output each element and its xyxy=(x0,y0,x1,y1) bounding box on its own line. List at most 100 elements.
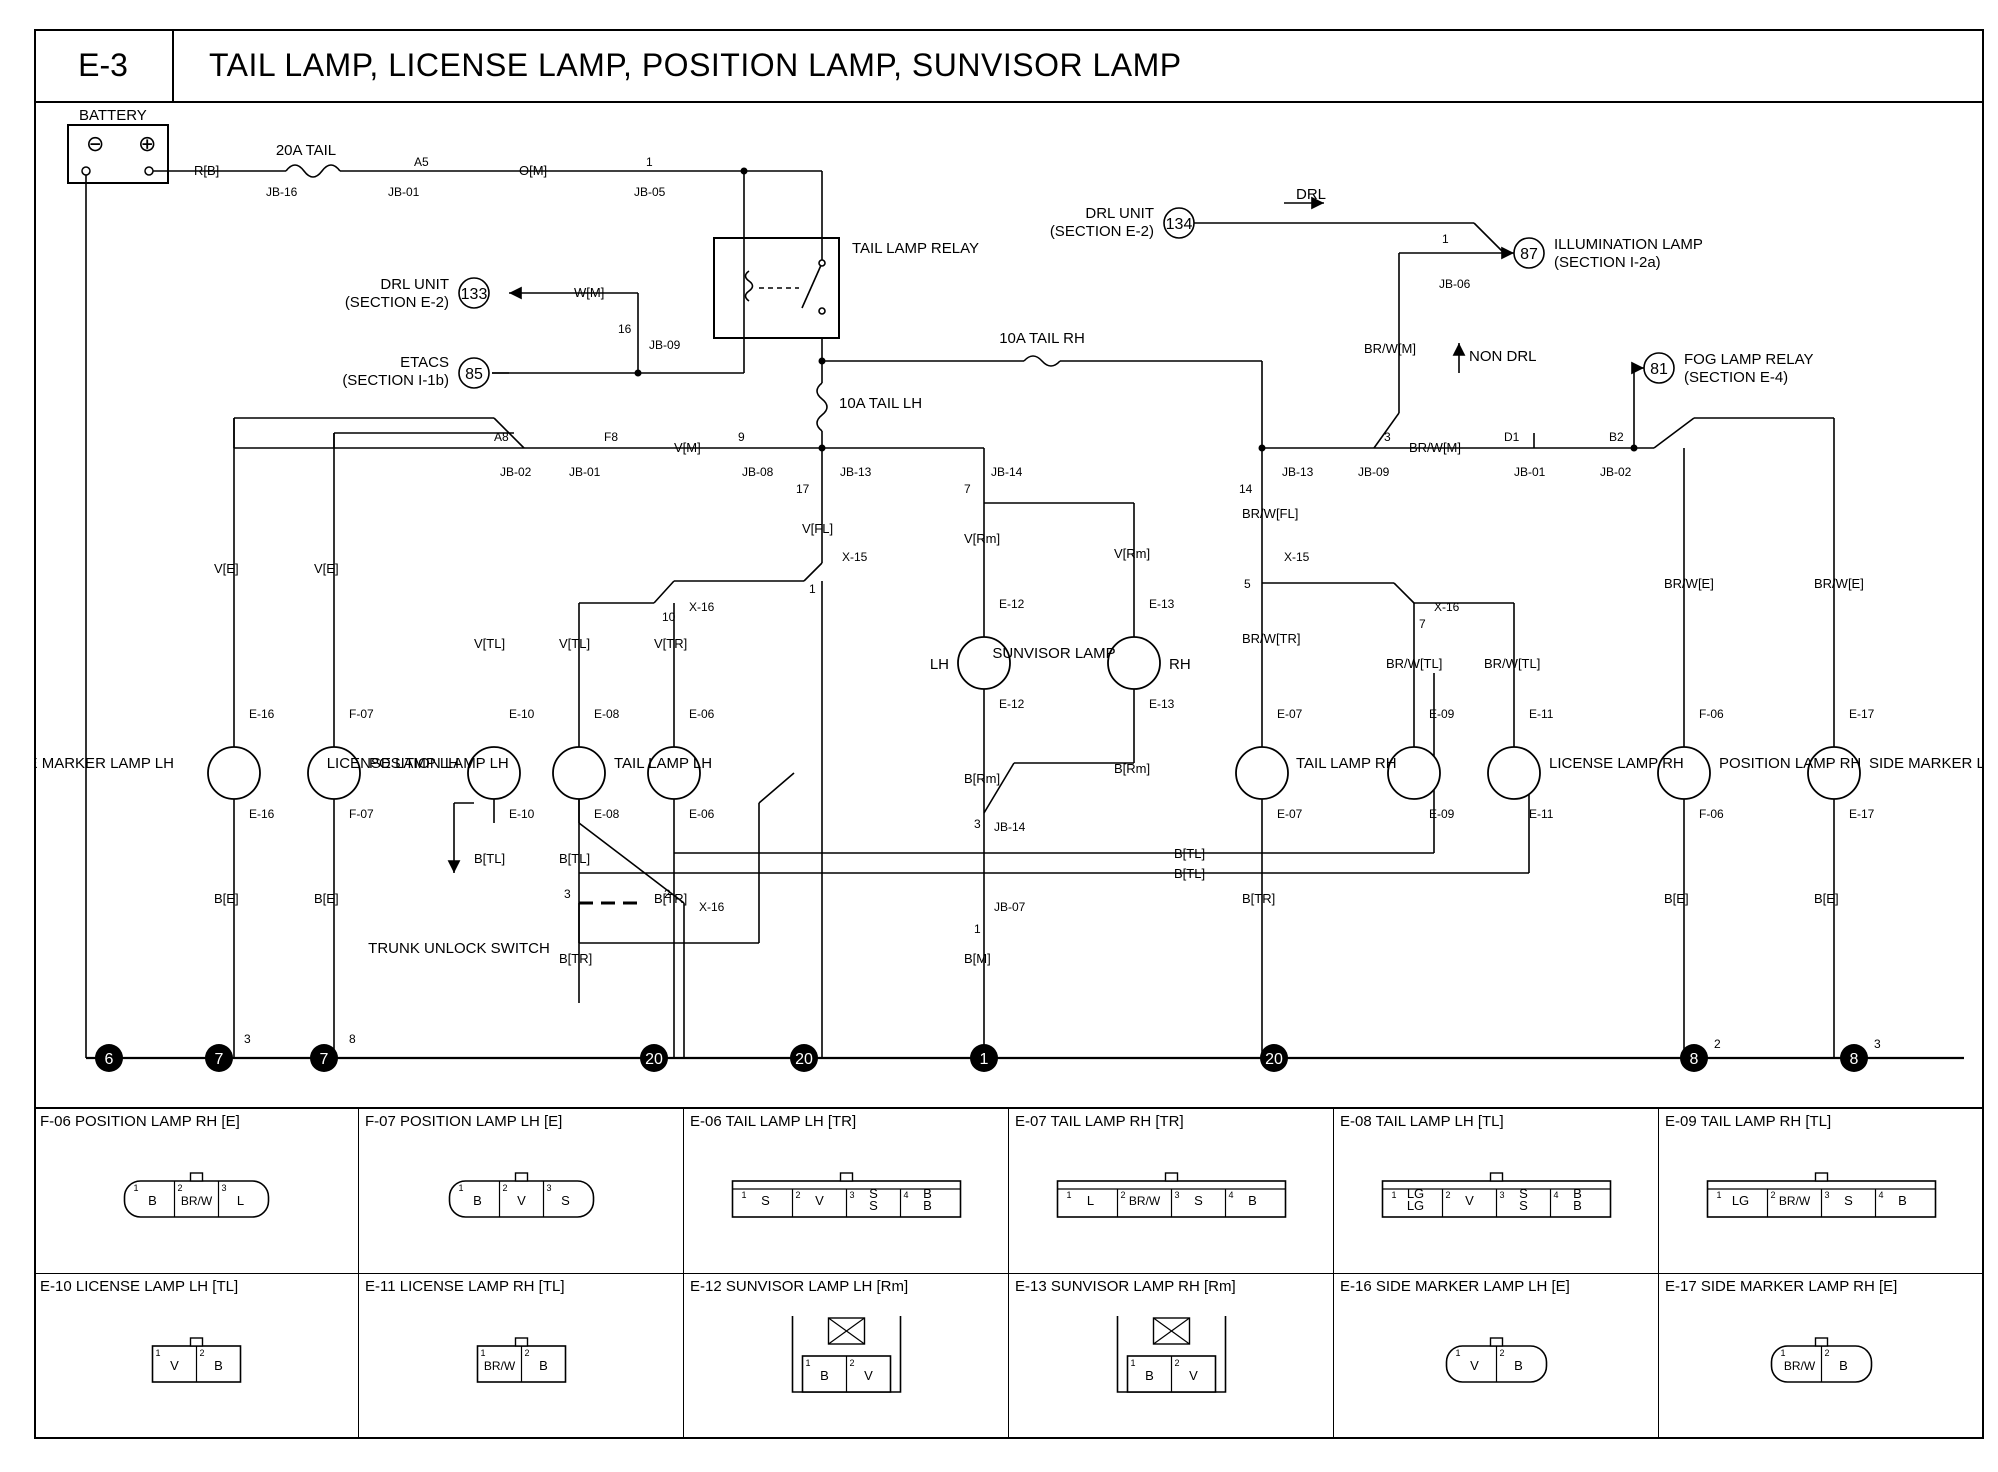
component-labels: 20A TAIL 10A TAIL LH 10A TAIL RH TAIL LA… xyxy=(34,142,1984,957)
tail-lh-label: TAIL LAMP LH xyxy=(614,755,712,772)
wire-label: BR/W[TL] xyxy=(1484,656,1540,671)
connector-id: JB-02 xyxy=(500,465,532,479)
wire-label: B[E] xyxy=(1814,891,1839,906)
pin-label: 3 xyxy=(1384,430,1391,444)
battery-negative-icon: ⊖ xyxy=(86,131,104,156)
pin-wire-color: BR/W xyxy=(1779,1194,1811,1208)
connector-id: X-15 xyxy=(842,550,868,564)
pin-label: F8 xyxy=(604,430,618,444)
fuse-10a-tail-lh: 10A TAIL LH xyxy=(839,395,922,412)
connector-id: E-17 xyxy=(1849,707,1875,721)
pin-label: 16 xyxy=(618,322,632,336)
pin-label: 7 xyxy=(1419,617,1426,631)
ground-label: 20 xyxy=(1265,1051,1283,1068)
wires xyxy=(85,164,1964,1060)
connector-id: E-12 xyxy=(999,597,1025,611)
connector-id: X-16 xyxy=(1434,600,1460,614)
pin-label: 7 xyxy=(964,482,971,496)
connector-id: JB-09 xyxy=(1358,465,1390,479)
pin-wire-color: B xyxy=(1573,1198,1582,1213)
sunvisor-lh-label: LH xyxy=(930,656,949,673)
license-lh-label: LICENSE LAMP LH xyxy=(327,755,459,772)
pin-label: 17 xyxy=(796,482,810,496)
connector-id: JB-07 xyxy=(994,900,1026,914)
pin-wire-color: V xyxy=(1465,1193,1474,1208)
pin-number: 2 xyxy=(1446,1190,1451,1200)
connector-id: E-06 xyxy=(689,707,715,721)
connector-id: JB-13 xyxy=(840,465,872,479)
connector-id: E-13 xyxy=(1149,697,1175,711)
pin-number: 4 xyxy=(1879,1190,1884,1200)
fuse-10a-tail-rh: 10A TAIL RH xyxy=(999,330,1085,347)
pin-label: 9 xyxy=(738,430,745,444)
connector-face: 1BR/W2B xyxy=(476,1337,567,1383)
connector-id: E-09 xyxy=(1429,707,1455,721)
pin-label: 1 xyxy=(646,155,653,169)
pin-number: 2 xyxy=(1175,1358,1180,1368)
ground-label: 7 xyxy=(215,1051,224,1068)
pin-label: 3 xyxy=(1874,1037,1881,1051)
connector-id: JB-05 xyxy=(634,185,666,199)
connector-id: E-10 xyxy=(509,707,535,721)
wire-labels: R[B] O[M] W[M] V[M] V[E] V[E] V[FL] V[Rm… xyxy=(194,163,1864,966)
wire-label: B[E] xyxy=(1664,891,1689,906)
section-code: E-3 xyxy=(34,29,174,101)
wire-label: W[M] xyxy=(574,285,604,300)
connector-id: E-07 xyxy=(1277,807,1303,821)
connector-id: E-06 xyxy=(689,807,715,821)
connector-labels: JB-16 JB-01 JB-05 JB-09 JB-02 JB-01 JB-0… xyxy=(244,155,1881,1051)
ground-label: 1 xyxy=(980,1051,989,1068)
pin-wire-color: S xyxy=(869,1186,878,1201)
wire-label: B[Rm] xyxy=(1114,761,1150,776)
connector-id: E-09 xyxy=(1429,807,1455,821)
connector-id: JB-01 xyxy=(388,185,420,199)
non-drl-label: NON DRL xyxy=(1469,348,1537,365)
wire-label: V[TL] xyxy=(474,636,505,651)
ground-label: 8 xyxy=(1850,1051,1859,1068)
pin-wire-color: B xyxy=(923,1186,932,1201)
wire-label: B[TL] xyxy=(1174,866,1205,881)
connector-panel-title: E-10 LICENSE LAMP LH [TL] xyxy=(40,1278,239,1295)
pin-number: 2 xyxy=(1825,1348,1830,1358)
connector-id: X-15 xyxy=(1284,550,1310,564)
pin-wire-color: V xyxy=(1470,1358,1479,1373)
pin-wire-color: S xyxy=(561,1193,570,1208)
pin-number: 3 xyxy=(1825,1190,1830,1200)
relay-label: TAIL LAMP RELAY xyxy=(852,240,979,257)
battery: BATTERY ⊖ ⊕ xyxy=(67,107,169,184)
connector-id: JB-09 xyxy=(649,338,681,352)
connector-id: E-08 xyxy=(594,807,620,821)
pin-label: 1 xyxy=(809,582,816,596)
wire-label: V[Rm] xyxy=(1114,546,1150,561)
connector-id: E-11 xyxy=(1529,707,1554,721)
wire-label: BR/W[M] xyxy=(1409,440,1461,455)
wire-label: V[TR] xyxy=(654,636,687,651)
pin-number: 1 xyxy=(156,1348,161,1358)
connector-id: JB-16 xyxy=(266,185,298,199)
wire-label: V[FL] xyxy=(802,521,833,536)
battery-label: BATTERY xyxy=(79,107,147,124)
pin-label: 10 xyxy=(662,610,676,624)
wire-label: B[E] xyxy=(314,891,339,906)
connector-id: E-16 xyxy=(249,807,275,821)
pin-wire-color: B xyxy=(539,1358,548,1373)
pin-wire-color: B xyxy=(1898,1193,1907,1208)
connector-panel-title: E-11 LICENSE LAMP RH [TL] xyxy=(365,1278,565,1295)
pin-number: 1 xyxy=(459,1183,464,1193)
tail-rh-label: TAIL LAMP RH xyxy=(1296,755,1397,772)
ground-label: 8 xyxy=(1690,1051,1699,1068)
pin-wire-color: B xyxy=(214,1358,223,1373)
pin-number: 4 xyxy=(1229,1190,1234,1200)
drl-unit-out-section: (SECTION E-2) xyxy=(345,294,449,311)
